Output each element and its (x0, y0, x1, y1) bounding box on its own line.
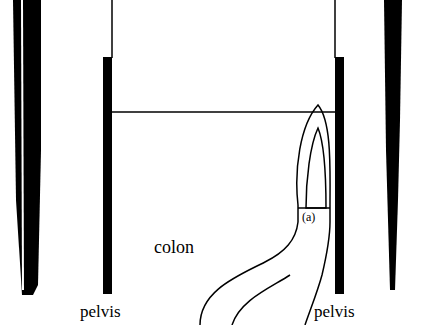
outer-left-wall (13, 0, 41, 295)
loop-base (298, 207, 330, 209)
fluid-level-line (112, 111, 335, 113)
part-label: pelvis (80, 303, 121, 320)
callout-label: (a) (301, 211, 316, 223)
colon-inner-edge (232, 275, 290, 325)
part-label: colon (154, 238, 194, 256)
colon-outline (200, 105, 330, 325)
left-inner-line (111, 0, 113, 58)
right-pelvis-bar (335, 57, 344, 294)
left-pelvis-bar (103, 57, 112, 294)
wall-gap (22, 0, 23, 290)
part-label: pelvis (314, 303, 355, 320)
outer-right-wall (384, 0, 402, 290)
colon-inner-loop (306, 128, 326, 208)
right-inner-line (334, 0, 336, 58)
